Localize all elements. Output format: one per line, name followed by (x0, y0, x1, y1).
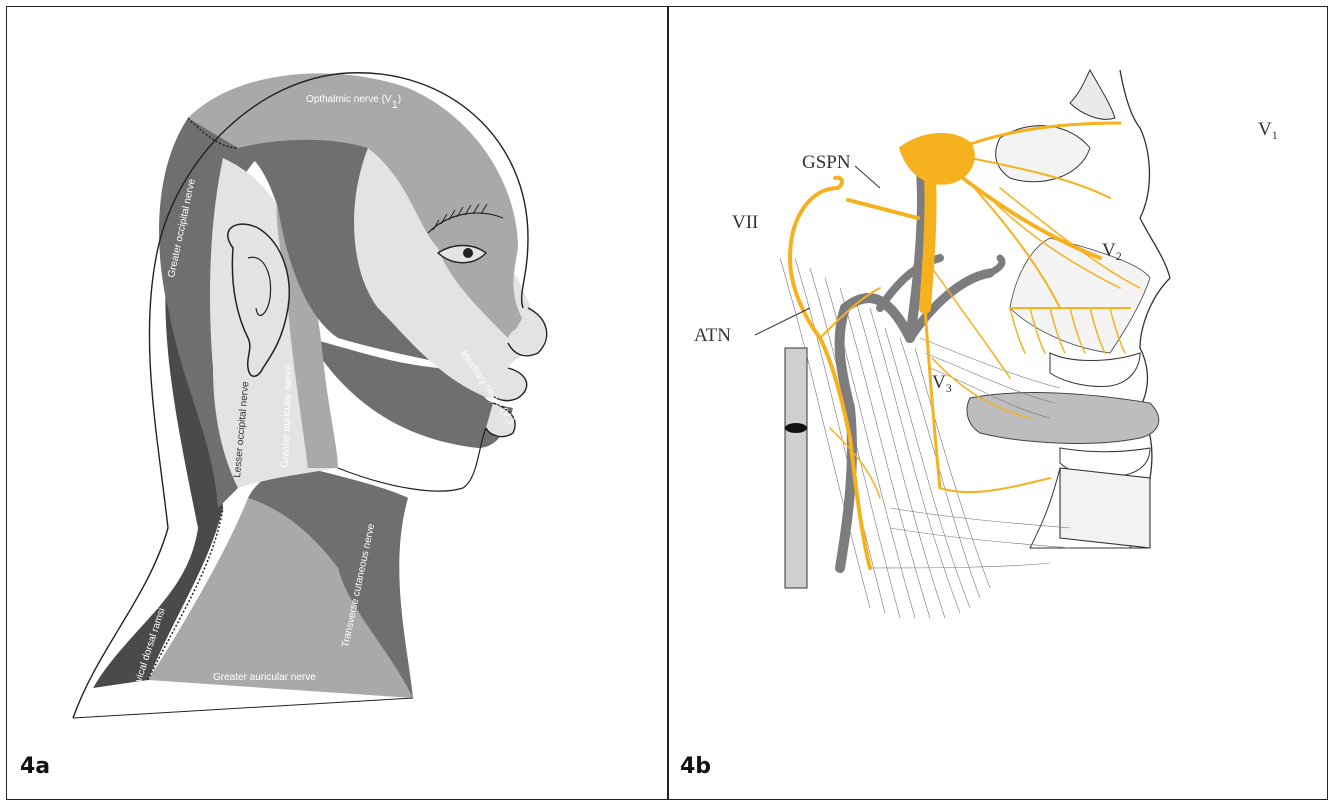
eye-pupil (463, 248, 473, 258)
panel-divider (667, 6, 669, 800)
label-atn: ATN (694, 325, 731, 346)
skull-bone (1070, 70, 1115, 119)
atn-pointer (755, 308, 810, 335)
label-v2: V2 (1102, 240, 1122, 263)
dermatome-head-illustration: Opthalmic nerve (V1) Maxillary nerve (V2… (8, 8, 666, 748)
mandible (1060, 468, 1150, 548)
tongue (967, 393, 1159, 444)
figure-label-4a: 4a (20, 754, 50, 779)
label-vii: VII (732, 212, 758, 233)
label-greater-auricular-lower: Greater auricular nerve (213, 672, 316, 683)
grey-vessels (840, 158, 1002, 568)
vessel-tube (785, 348, 807, 588)
label-v1: V1 (1258, 119, 1278, 142)
upper-teeth (1050, 353, 1140, 386)
gspn-pointer (855, 166, 880, 188)
figure-label-4b: 4b (680, 754, 711, 779)
label-mandibular: Mandibular nerve (V3) (377, 448, 475, 475)
vessel-lumen (785, 423, 807, 433)
panel-4b: GSPN VII ATN V1 V2 V3 (670, 8, 1326, 798)
facial-nerve-anatomy-illustration: GSPN VII ATN V1 V2 V3 (670, 8, 1326, 748)
panel-4a: Opthalmic nerve (V1) Maxillary nerve (V2… (8, 8, 666, 798)
label-gspn: GSPN (802, 152, 851, 173)
